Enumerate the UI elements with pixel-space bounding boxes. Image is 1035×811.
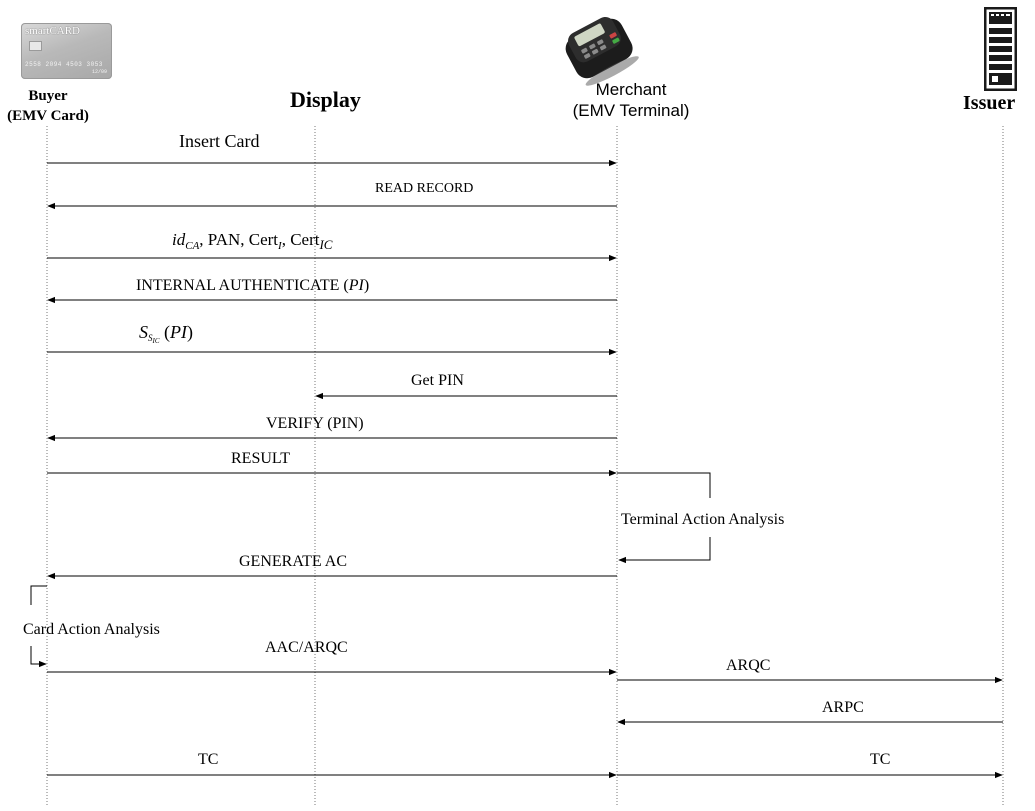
msg-arpc: ARPC <box>822 699 864 716</box>
note-card-action: Card Action Analysis <box>23 621 160 638</box>
msg-arqc: ARQC <box>726 657 771 674</box>
loop-terminal-action <box>617 472 711 498</box>
msg-verify: VERIFY (PIN) <box>266 415 364 432</box>
msg-result: RESULT <box>231 450 290 467</box>
actor-merchant-role: (EMV Terminal) <box>572 101 690 120</box>
msg-signature: SSIC (PI) <box>139 322 193 345</box>
msg-tc-issuer: TC <box>870 751 891 768</box>
msg-tc-card: TC <box>198 751 219 768</box>
msg-internal-authenticate-close: ) <box>363 277 370 294</box>
actor-issuer: Issuer <box>963 92 1016 114</box>
msg-signature-sub: SIC <box>148 333 160 345</box>
card-number-text: 2558 2094 4503 3053 <box>25 61 103 68</box>
actor-buyer-role: (EMV Card) <box>7 108 89 124</box>
emv-terminal-icon <box>565 16 639 86</box>
loop-card-action-return <box>30 646 47 668</box>
msg-internal-authenticate-text: INTERNAL AUTHENTICATE ( <box>136 277 349 294</box>
msg-aac-arqc: AAC/ARQC <box>265 639 348 656</box>
msg-signature-var: PI <box>170 322 187 342</box>
actor-buyer: Buyer (EMV Card) <box>0 86 96 126</box>
actor-display: Display <box>290 87 361 112</box>
msg-card-data-id: id <box>172 230 186 249</box>
msg-card-data-pan: , PAN, Cert <box>199 230 279 249</box>
msg-card-data-cert-i-sub: I <box>278 240 282 252</box>
msg-card-data-cert-ic-sub: IC <box>319 237 333 252</box>
loop-card-action <box>30 585 47 605</box>
card-chip-icon <box>29 41 42 51</box>
note-terminal-action: Terminal Action Analysis <box>621 511 785 528</box>
loop-terminal-action-return <box>618 537 711 564</box>
msg-generate-ac: GENERATE AC <box>239 553 347 570</box>
msg-get-pin: Get PIN <box>411 372 464 389</box>
card-expiry-text: 12/09 <box>91 69 107 75</box>
msg-read-record: READ RECORD <box>375 181 474 196</box>
smart-card-icon: smartCARD 2558 2094 4503 3053 12/09 <box>21 23 112 79</box>
actor-merchant: Merchant (EMV Terminal) <box>546 79 716 121</box>
msg-card-data: idCA, PAN, CertI, CertIC <box>172 230 332 253</box>
actor-buyer-name: Buyer <box>28 88 68 104</box>
card-brand-text: smartCARD <box>25 25 80 37</box>
msg-signature-s: S <box>139 322 148 342</box>
msg-card-data-cert: , Cert <box>281 230 320 249</box>
msg-internal-authenticate: INTERNAL AUTHENTICATE (PI) <box>136 277 369 295</box>
msg-signature-sub-s: S <box>148 333 153 343</box>
server-icon <box>984 7 1017 91</box>
msg-insert-card: Insert Card <box>179 131 260 151</box>
msg-internal-authenticate-var: PI <box>348 277 364 294</box>
msg-signature-open: ( <box>159 322 170 342</box>
msg-card-data-id-sub: CA <box>185 240 200 252</box>
msg-signature-close: ) <box>187 322 193 342</box>
msg-signature-sub-ic: IC <box>152 337 160 345</box>
actor-merchant-name: Merchant <box>595 80 667 99</box>
